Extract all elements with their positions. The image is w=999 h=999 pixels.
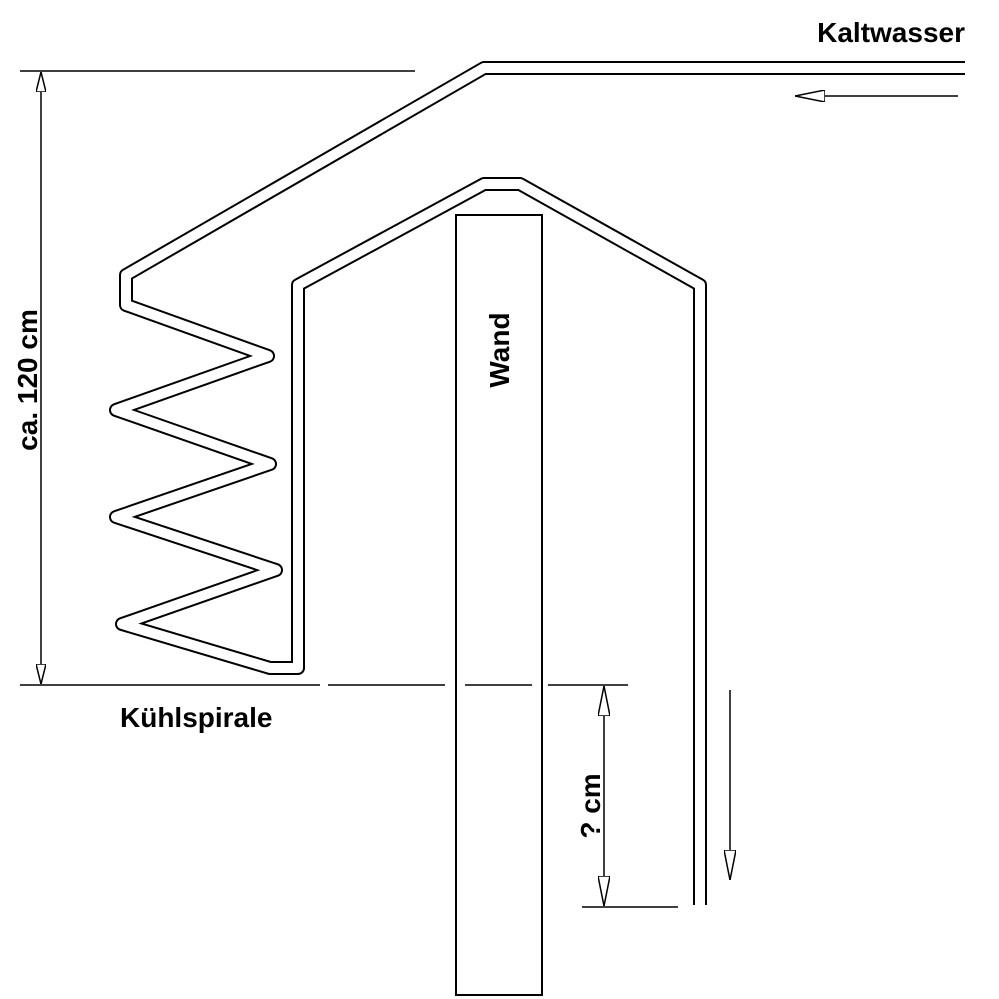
- distance-dimension: [328, 684, 678, 908]
- pipe: [109, 61, 966, 910]
- cold-water-label: Kaltwasser: [817, 17, 965, 48]
- coil-label: Kühlspirale: [120, 702, 272, 733]
- height-dimension: [20, 70, 415, 686]
- wall: [455, 214, 543, 996]
- unknown-distance-label: ? cm: [575, 773, 606, 838]
- wall-label: Wand: [484, 312, 515, 387]
- height-label: ca. 120 cm: [12, 309, 43, 451]
